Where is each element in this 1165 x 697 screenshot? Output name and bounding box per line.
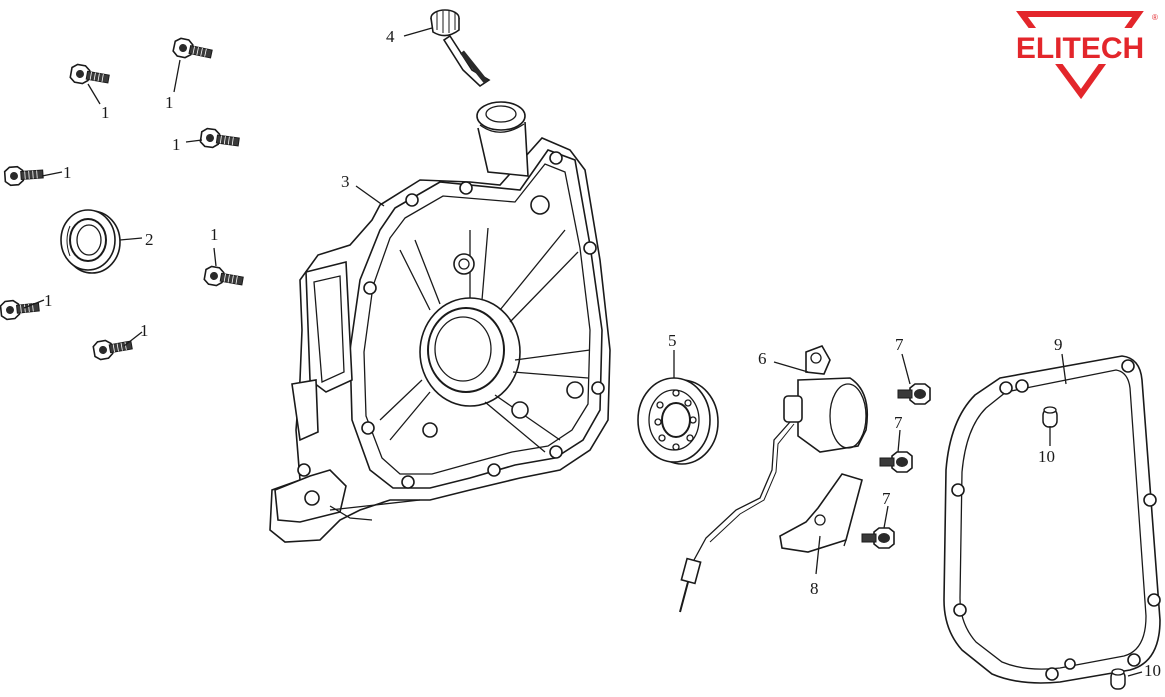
part-9-gasket bbox=[943, 355, 1161, 684]
callout-3: 3 bbox=[341, 172, 350, 191]
part-8-bracket-plate bbox=[779, 473, 863, 553]
callout-2: 2 bbox=[145, 230, 154, 249]
part-1-bolts bbox=[0, 36, 245, 362]
callout-5: 5 bbox=[668, 331, 677, 350]
callout-8: 8 bbox=[810, 579, 819, 598]
bolt-icon bbox=[91, 335, 134, 362]
callout-1: 1 bbox=[172, 135, 181, 154]
callout-10: 10 bbox=[1038, 447, 1055, 466]
callout-1: 1 bbox=[63, 163, 72, 182]
callout-7: 7 bbox=[894, 413, 903, 432]
elitech-logo: ELITECH ® bbox=[1006, 11, 1158, 100]
bolt-icon bbox=[171, 36, 215, 64]
callout-7: 7 bbox=[895, 335, 904, 354]
bolt-icon bbox=[0, 297, 41, 321]
bolt-icon bbox=[861, 527, 895, 549]
bolt-icon bbox=[3, 164, 45, 187]
dowel-icon bbox=[1042, 406, 1058, 428]
callout-10: 10 bbox=[1144, 661, 1161, 680]
callout-1: 1 bbox=[140, 321, 149, 340]
callout-7: 7 bbox=[882, 489, 891, 508]
logo-registered-mark: ® bbox=[1152, 13, 1158, 22]
logo-text: ELITECH bbox=[1016, 32, 1144, 65]
dowel-icon bbox=[1110, 668, 1126, 690]
part-2-oil-seal bbox=[60, 209, 121, 274]
part-5-ball-bearing bbox=[637, 377, 719, 465]
callout-9: 9 bbox=[1054, 335, 1063, 354]
bolt-icon bbox=[897, 383, 931, 405]
callout-1: 1 bbox=[44, 291, 53, 310]
callout-1: 1 bbox=[210, 225, 219, 244]
bolt-icon bbox=[68, 62, 111, 89]
bolt-icon bbox=[879, 451, 913, 473]
callout-1: 1 bbox=[165, 93, 174, 112]
part-3-crankcase-cover bbox=[269, 101, 611, 543]
part-7-bolts bbox=[861, 383, 931, 549]
callout-4: 4 bbox=[386, 27, 395, 46]
bolt-icon bbox=[199, 127, 241, 152]
leader-lines bbox=[23, 27, 1143, 677]
bolt-icon bbox=[202, 264, 245, 291]
callout-labels: 1 1 1 1 1 1 1 2 3 4 5 6 7 7 7 8 9 10 10 bbox=[44, 27, 1161, 680]
part-6-oil-level-sensor bbox=[679, 345, 869, 613]
part-4-oil-dipstick bbox=[430, 9, 491, 88]
callout-1: 1 bbox=[101, 103, 110, 122]
callout-6: 6 bbox=[758, 349, 767, 368]
